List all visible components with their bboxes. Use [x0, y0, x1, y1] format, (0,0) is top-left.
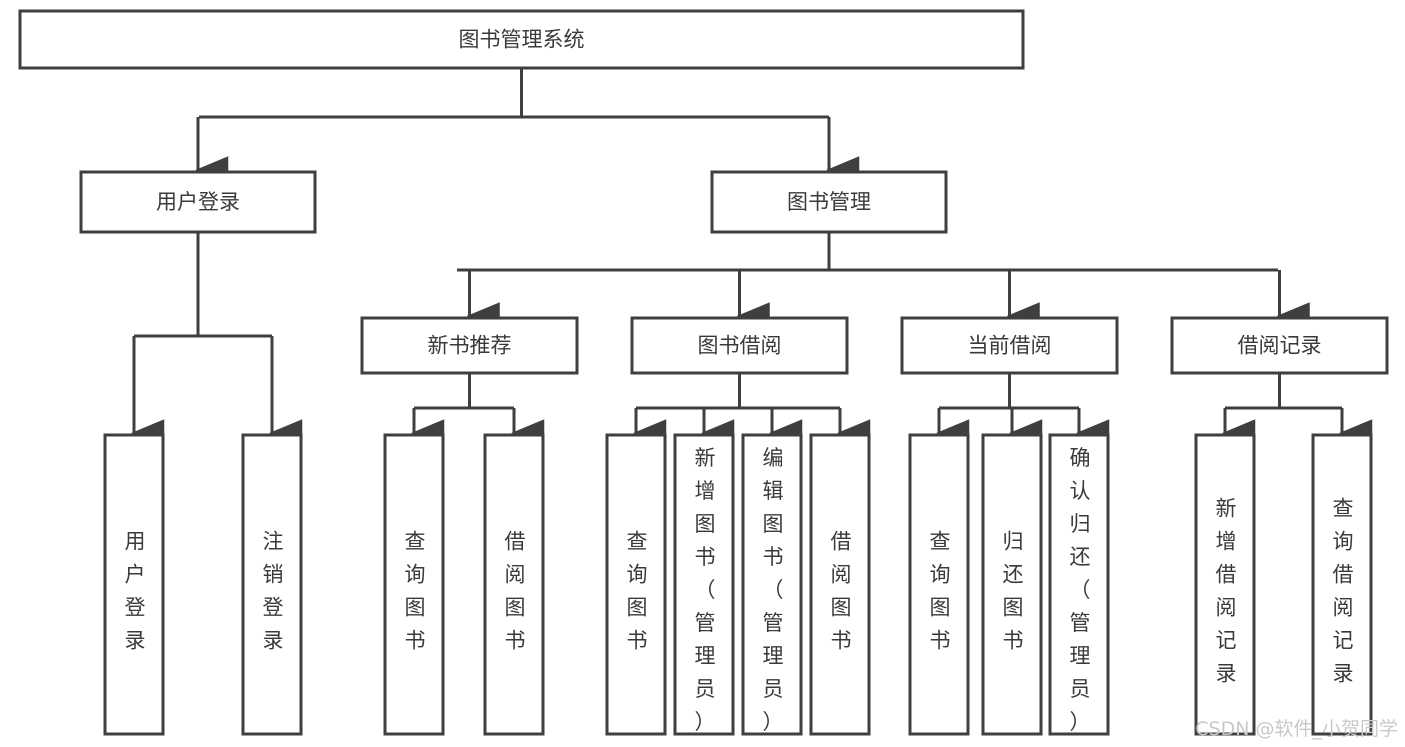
node-leaf-edit-book[interactable]: 编辑图书（管理员）	[741, 433, 803, 736]
node-leaf-confirm-return[interactable]: 确认归还（管理员）	[1048, 433, 1110, 736]
node-borrow-record[interactable]: 借阅记录	[1170, 316, 1389, 375]
node-label: 查询借阅记录	[1333, 497, 1354, 686]
node-leaf-query-book-2[interactable]: 查询图书	[605, 433, 667, 736]
node-label: 借阅记录	[1238, 334, 1322, 358]
node-label: 查询图书	[627, 530, 648, 653]
node-book-manage[interactable]: 图书管理	[710, 170, 948, 234]
node-leaf-add-book[interactable]: 新增图书（管理员）	[673, 433, 735, 736]
connector-lines	[131, 68, 1373, 447]
node-book-borrow[interactable]: 图书借阅	[630, 316, 849, 375]
node-leaf-add-record[interactable]: 新增借阅记录	[1194, 433, 1256, 736]
node-label: 新书推荐	[428, 334, 512, 358]
node-new-book-rec[interactable]: 新书推荐	[360, 316, 579, 375]
node-label: 用户登录	[156, 190, 240, 214]
node-label: 借阅图书	[505, 530, 526, 653]
node-label: 图书管理	[787, 190, 871, 214]
node-leaf-return-book[interactable]: 归还图书	[981, 433, 1043, 736]
node-label: 编辑图书（管理员）	[763, 446, 784, 734]
node-user-login[interactable]: 用户登录	[79, 170, 317, 234]
node-label: 查询图书	[405, 530, 426, 653]
node-leaf-borrow-book-1[interactable]: 借阅图书	[483, 433, 545, 736]
node-leaf-query-record[interactable]: 查询借阅记录	[1311, 433, 1373, 736]
node-label: 归还图书	[1003, 530, 1024, 653]
node-leaf-query-book-3[interactable]: 查询图书	[908, 433, 970, 736]
node-label: 确认归还（管理员）	[1070, 446, 1091, 734]
node-label: 查询图书	[930, 530, 951, 653]
node-label: 注销登录	[263, 530, 284, 653]
node-label: 新增图书（管理员）	[695, 446, 716, 734]
node-leaf-user-logout[interactable]: 注销登录	[241, 433, 303, 736]
node-label: 图书借阅	[698, 334, 782, 358]
node-leaf-query-book-1[interactable]: 查询图书	[383, 433, 445, 736]
node-current-borrow[interactable]: 当前借阅	[900, 316, 1119, 375]
node-boxes: 图书管理系统用户登录图书管理新书推荐图书借阅当前借阅借阅记录用户登录注销登录查询…	[18, 9, 1389, 736]
node-label: 新增借阅记录	[1216, 497, 1237, 686]
node-leaf-borrow-book-2[interactable]: 借阅图书	[809, 433, 871, 736]
node-label: 当前借阅	[968, 334, 1052, 358]
csdn-watermark: CSDN @软件_小贺同学	[1195, 718, 1398, 740]
node-label: 图书管理系统	[459, 28, 585, 52]
node-root[interactable]: 图书管理系统	[18, 9, 1025, 70]
node-label: 借阅图书	[831, 530, 852, 653]
node-label: 用户登录	[125, 530, 146, 653]
node-leaf-user-login[interactable]: 用户登录	[103, 433, 165, 736]
